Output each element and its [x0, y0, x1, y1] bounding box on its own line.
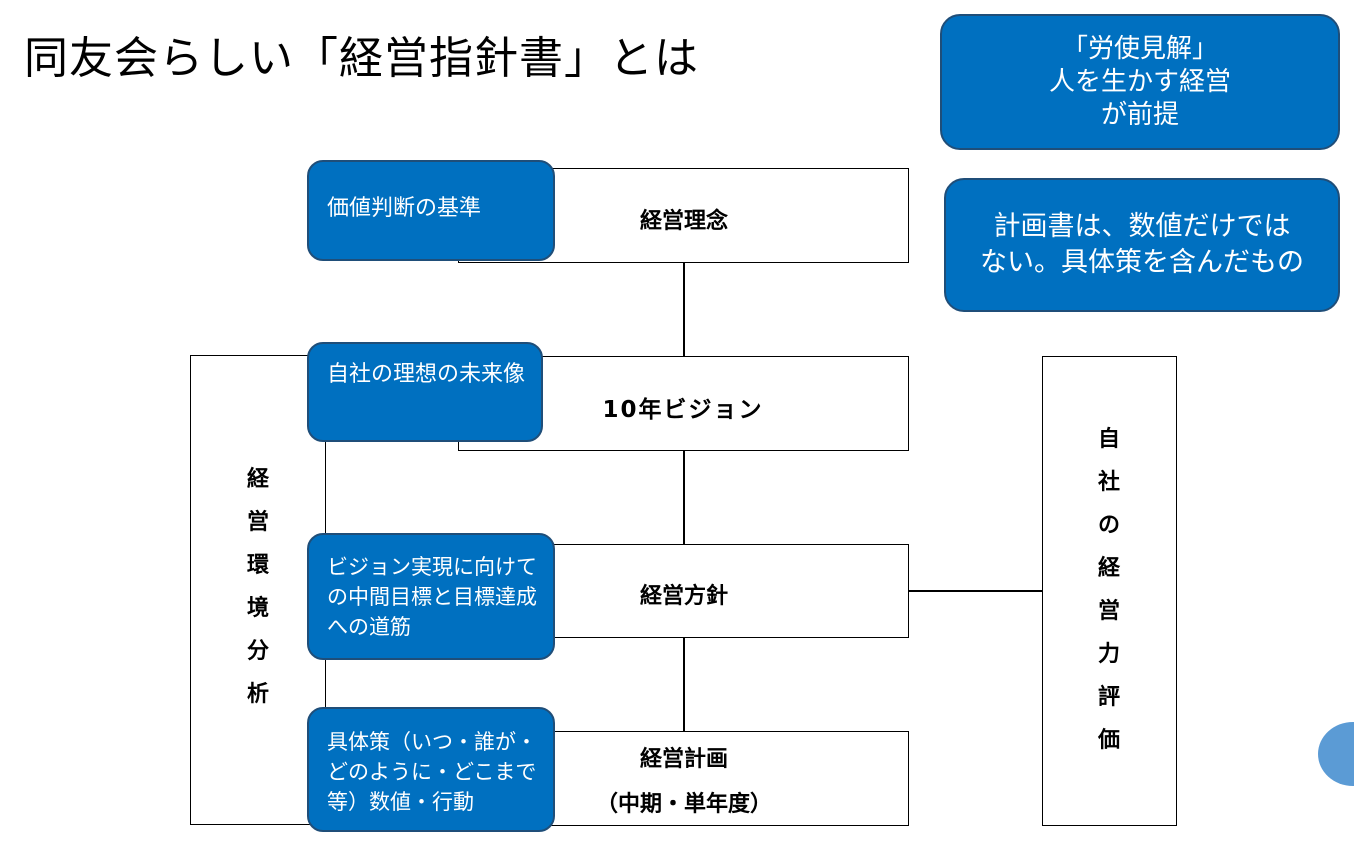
self-evaluation-char: 社	[1097, 470, 1120, 495]
environment-analysis-label: 経 営 環 境 分 析	[238, 458, 278, 716]
policy-callout-text: ビジョン実現に向けての中間目標と目標達成への道筋	[327, 555, 537, 639]
environment-analysis-char: 境	[246, 596, 269, 621]
environment-analysis-char: 分	[246, 639, 269, 664]
connector-vision-policy	[683, 450, 685, 546]
plan-label-line1: 経営計画	[639, 747, 728, 772]
self-evaluation-char: 価	[1097, 728, 1120, 753]
labor-policy-line1: 「労使見解」	[1061, 33, 1218, 64]
environment-analysis-char: 環	[246, 553, 269, 578]
plan-note-line2: ない。具体策を含んだもの	[980, 247, 1304, 278]
philosophy-label: 経営理念	[639, 209, 728, 234]
vision-callout-text: 自社の理想の未来像	[327, 362, 526, 387]
environment-analysis-char: 営	[246, 510, 269, 535]
self-evaluation-box	[1042, 356, 1177, 826]
labor-policy-line2: 人を生かす経営	[1048, 66, 1231, 97]
page-title: 同友会らしい「経営指針書」とは	[24, 33, 699, 84]
environment-analysis-char: 経	[246, 467, 269, 492]
policy-label: 経営方針	[639, 584, 728, 609]
plan-note: 計画書は、数値だけでは ない。具体策を含んだもの	[944, 178, 1340, 312]
self-evaluation-char: 力	[1097, 642, 1120, 667]
self-evaluation-char: 営	[1097, 599, 1120, 624]
connector-policy-evaluation	[907, 590, 1043, 592]
self-evaluation-label: 自 社 の 経 営 力 評 価	[1089, 418, 1129, 762]
policy-callout: ビジョン実現に向けての中間目標と目標達成への道筋	[307, 533, 555, 660]
connector-policy-plan	[683, 637, 685, 732]
labor-policy-line3: が前提	[1100, 99, 1179, 130]
plan-note-line1: 計画書は、数値だけでは	[993, 211, 1291, 242]
environment-analysis-char: 析	[246, 682, 269, 707]
self-evaluation-char: 経	[1097, 556, 1120, 581]
vision-callout: 自社の理想の未来像	[307, 342, 543, 442]
self-evaluation-char: 評	[1097, 685, 1120, 710]
connector-philosophy-vision	[683, 262, 685, 358]
vision-label: 10年ビジョン	[602, 397, 764, 423]
philosophy-callout-text: 価値判断の基準	[327, 196, 482, 221]
self-evaluation-char: の	[1097, 513, 1120, 538]
environment-analysis-box	[190, 355, 326, 825]
philosophy-callout: 価値判断の基準	[307, 160, 555, 261]
plan-label-line2: （中期・単年度）	[595, 792, 772, 817]
labor-policy-note: 「労使見解」 人を生かす経営 が前提	[940, 14, 1340, 150]
page-number-badge	[1318, 722, 1354, 786]
plan-callout-text: 具体策（いつ・誰が・どのように・どこまで等）数値・行動	[327, 730, 537, 814]
self-evaluation-char: 自	[1097, 427, 1120, 452]
plan-callout: 具体策（いつ・誰が・どのように・どこまで等）数値・行動	[307, 707, 555, 832]
